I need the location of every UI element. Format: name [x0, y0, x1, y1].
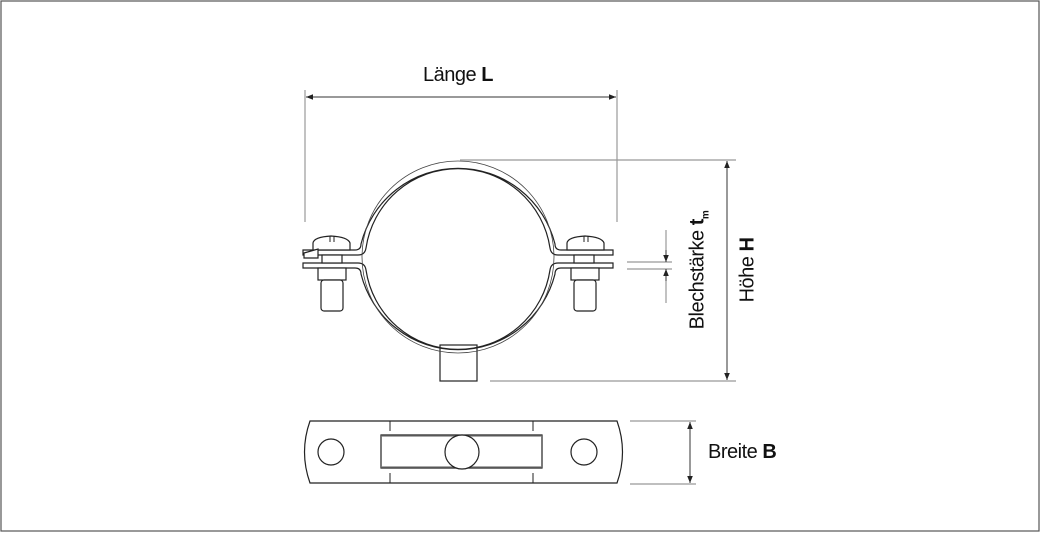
right-hole: [570, 438, 598, 466]
height-label: Höhe H: [736, 237, 759, 303]
thickness-label: Blechstärke tm: [686, 210, 712, 330]
clamp-front-view: [302, 160, 614, 382]
thickness-dimension: [627, 230, 672, 303]
height-dimension: [460, 159, 736, 382]
width-label: Breite B: [708, 441, 777, 463]
left-bolt: [303, 235, 351, 312]
center-hole: [444, 434, 480, 470]
length-dimension: [304, 90, 618, 222]
right-bolt: [566, 235, 605, 312]
left-hole: [317, 438, 345, 466]
length-label: Länge L: [423, 64, 493, 86]
clamp-top-view: [303, 420, 624, 484]
width-dimension: [630, 420, 696, 485]
